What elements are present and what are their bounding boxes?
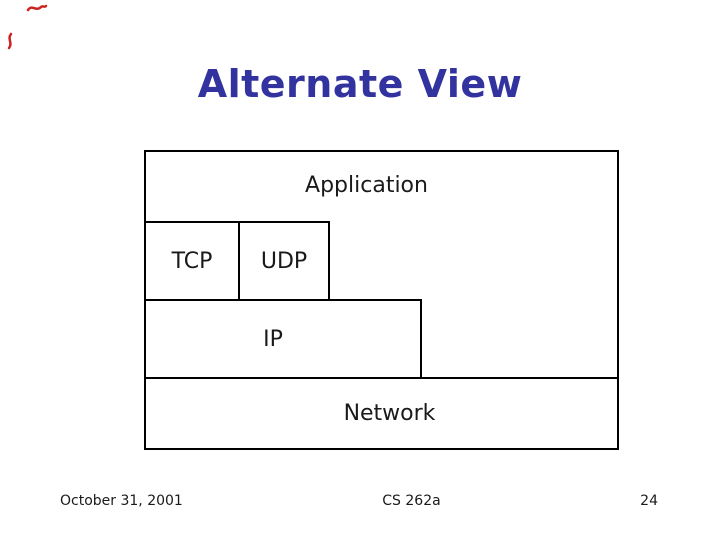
red-pen-marks-icon xyxy=(7,4,48,50)
ip-box: IP xyxy=(144,299,422,379)
slide-title: Alternate View xyxy=(197,62,523,106)
footer-page-number: 24 xyxy=(640,493,658,509)
tcp-box: TCP xyxy=(144,221,240,301)
slide-footer: October 31, 2001 CS 262a 24 xyxy=(60,493,658,509)
pen-stroke-left-icon xyxy=(7,32,13,50)
pen-stroke-top-icon xyxy=(26,4,48,12)
application-label: Application xyxy=(305,172,428,198)
footer-course: CS 262a xyxy=(382,493,441,509)
footer-date: October 31, 2001 xyxy=(60,493,183,509)
udp-label: UDP xyxy=(260,248,308,274)
udp-box: UDP xyxy=(238,221,330,301)
ip-label: IP xyxy=(263,326,283,352)
tcp-label: TCP xyxy=(171,248,213,274)
protocol-stack-diagram: Application TCP UDP IP Network xyxy=(144,150,619,450)
network-box: Network xyxy=(144,377,619,450)
network-label: Network xyxy=(343,401,436,426)
